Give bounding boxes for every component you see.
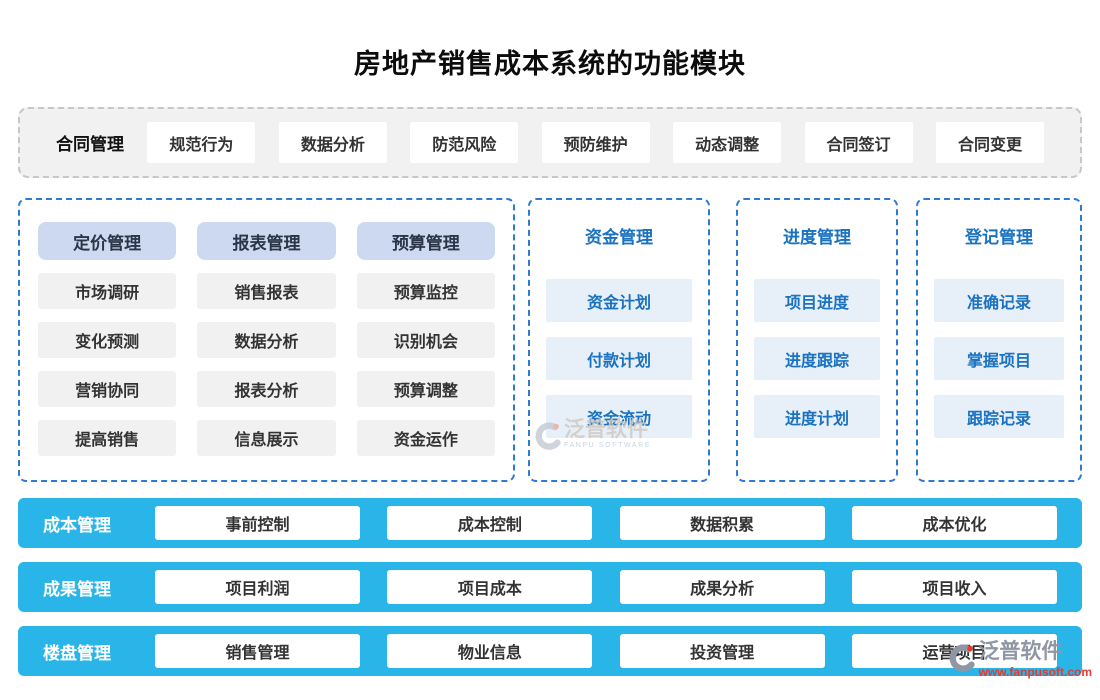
cost-management-bar: 成本管理 事前控制 成本控制 数据积累 成本优化 <box>18 498 1082 548</box>
column-item: 付款计划 <box>546 337 692 380</box>
bar-item: 项目利润 <box>155 570 360 604</box>
group-item: 资金运作 <box>356 420 495 456</box>
contract-item: 数据分析 <box>278 122 387 163</box>
column-item: 进度计划 <box>754 395 880 438</box>
bar-items: 销售管理 物业信息 投资管理 运营项目 <box>155 634 1057 668</box>
bar-items: 事前控制 成本控制 数据积累 成本优化 <box>155 506 1057 540</box>
pricing-report-budget-panel: 定价管理 市场调研 变化预测 营销协同 提高销售 报表管理 销售报表 数据分析 … <box>18 198 515 482</box>
group-item: 市场调研 <box>38 273 177 309</box>
contract-item: 规范行为 <box>147 122 256 163</box>
contract-management-row: 合同管理 规范行为 数据分析 防范风险 预防维护 动态调整 合同签订 合同变更 <box>18 107 1082 178</box>
bar-item: 销售管理 <box>155 634 360 668</box>
column-header-registration: 登记管理 <box>965 228 1033 247</box>
column-item: 掌握项目 <box>934 337 1064 380</box>
group-header-budget: 预算管理 <box>356 222 495 260</box>
column-item: 准确记录 <box>934 279 1064 322</box>
column-item: 跟踪记录 <box>934 395 1064 438</box>
bar-item: 成本控制 <box>387 506 593 540</box>
bar-item: 数据积累 <box>619 506 825 540</box>
page-title: 房地产销售成本系统的功能模块 <box>354 49 746 79</box>
group-item: 预算调整 <box>356 371 495 407</box>
bar-item: 物业信息 <box>387 634 593 668</box>
funds-management-panel: 资金管理 资金计划 付款计划 资金流动 <box>528 198 710 482</box>
column-item: 进度跟踪 <box>754 337 880 380</box>
bar-label: 楼盘管理 <box>43 643 111 663</box>
bar-items: 项目利润 项目成本 成果分析 项目收入 <box>155 570 1057 604</box>
property-management-bar: 楼盘管理 销售管理 物业信息 投资管理 运营项目 <box>18 626 1082 676</box>
group-header-pricing: 定价管理 <box>38 222 177 260</box>
bar-label: 成果管理 <box>43 579 111 599</box>
contract-item: 合同签订 <box>804 122 913 163</box>
group-item: 预算监控 <box>356 273 495 309</box>
group-item: 数据分析 <box>197 322 336 358</box>
group-item: 识别机会 <box>356 322 495 358</box>
contract-item: 预防维护 <box>541 122 650 163</box>
group-item: 销售报表 <box>197 273 336 309</box>
bar-item: 运营项目 <box>851 634 1057 668</box>
column-item: 项目进度 <box>754 279 880 322</box>
column-item: 资金流动 <box>546 395 692 438</box>
group-item: 变化预测 <box>38 322 177 358</box>
bar-item: 成本优化 <box>851 506 1057 540</box>
group-item: 信息展示 <box>197 420 336 456</box>
bar-item: 项目收入 <box>851 570 1057 604</box>
registration-management-panel: 登记管理 准确记录 掌握项目 跟踪记录 <box>916 198 1082 482</box>
contract-item: 合同变更 <box>935 122 1044 163</box>
group-item: 报表分析 <box>197 371 336 407</box>
group-item: 营销协同 <box>38 371 177 407</box>
contract-item: 动态调整 <box>673 122 782 163</box>
contract-item: 防范风险 <box>410 122 519 163</box>
column-header-progress: 进度管理 <box>783 228 851 247</box>
progress-management-panel: 进度管理 项目进度 进度跟踪 进度计划 <box>736 198 898 482</box>
group-item: 提高销售 <box>38 420 177 456</box>
bar-item: 投资管理 <box>619 634 825 668</box>
bar-item: 成果分析 <box>619 570 825 604</box>
column-item: 资金计划 <box>546 279 692 322</box>
group-header-report: 报表管理 <box>197 222 336 260</box>
contract-row-label: 合同管理 <box>56 135 124 154</box>
bar-item: 项目成本 <box>387 570 593 604</box>
column-header-funds: 资金管理 <box>585 228 653 247</box>
results-management-bar: 成果管理 项目利润 项目成本 成果分析 项目收入 <box>18 562 1082 612</box>
bar-label: 成本管理 <box>43 515 111 535</box>
bar-item: 事前控制 <box>155 506 360 540</box>
